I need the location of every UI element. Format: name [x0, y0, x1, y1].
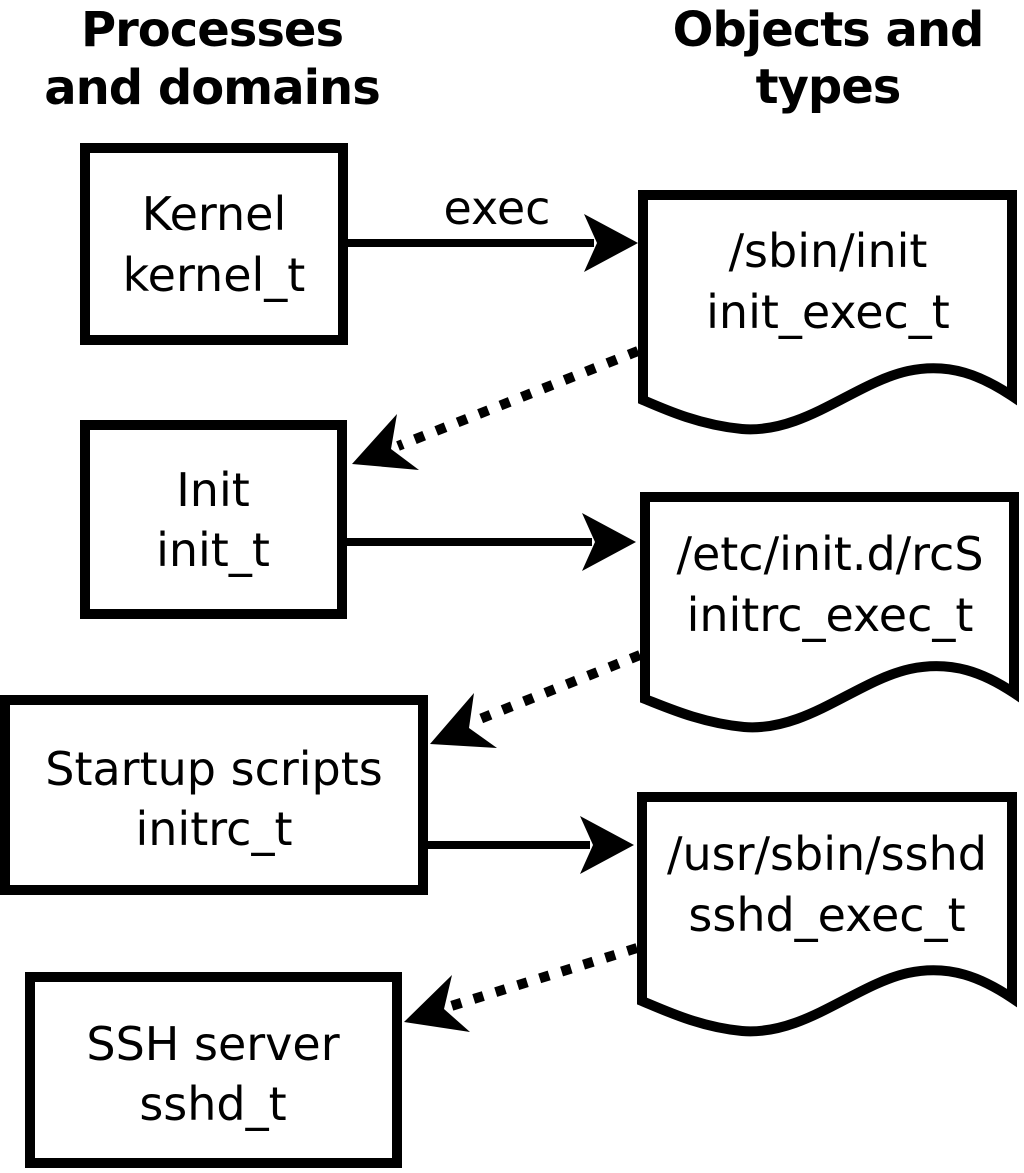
- transition-arrow-sbin-init-to-init: [352, 346, 640, 470]
- sshd-exec-type-label: sshd_exec_t: [688, 888, 965, 942]
- startup-scripts-process-box: [0, 695, 428, 895]
- column-header-objects-line2: types: [756, 59, 901, 115]
- column-header-processes-line2: and domains: [44, 60, 380, 116]
- ssh-server-process-label: SSH server: [86, 1017, 339, 1071]
- kernel-process-label: Kernel: [142, 187, 287, 241]
- init-process-box: [80, 420, 347, 619]
- kernel-process-box: [80, 143, 348, 345]
- etc-initd-rcs-document-shape: [640, 492, 1019, 733]
- exec-arrow-kernel-to-sbin-init: [348, 214, 638, 272]
- arrowhead-icon: [584, 214, 638, 272]
- arrowhead-icon: [430, 693, 497, 748]
- startup-scripts-domain-label: initrc_t: [136, 802, 293, 856]
- exec-arrow-startup-scripts-to-usr-sbin-sshd: [428, 816, 634, 874]
- init-process-label: Init: [176, 463, 250, 517]
- sbin-init-document-shape: [638, 190, 1017, 435]
- exec-arrow-init-to-etc-initd-rcs: [347, 513, 636, 571]
- etc-initd-rcs-path-label: /etc/init.d/rcS: [676, 527, 983, 581]
- transition-arrow-etc-initd-rcs-to-startup-scripts: [430, 650, 642, 748]
- ssh-server-process-box: [25, 972, 402, 1168]
- initrc-exec-type-label: initrc_exec_t: [687, 588, 974, 642]
- arrowhead-icon: [404, 975, 470, 1032]
- arrowhead-icon: [580, 816, 634, 874]
- usr-sbin-sshd-document-shape: [637, 792, 1017, 1037]
- usr-sbin-sshd-path-label: /usr/sbin/sshd: [667, 827, 987, 881]
- column-header-processes-line1: Processes: [81, 2, 343, 58]
- sbin-init-path-label: /sbin/init: [729, 224, 928, 278]
- arrowhead-icon: [352, 414, 419, 470]
- arrowhead-icon: [582, 513, 636, 571]
- column-header-objects-line1: Objects and: [673, 2, 984, 58]
- transition-arrow-usr-sbin-sshd-to-ssh-server: [404, 943, 639, 1032]
- ssh-server-domain-label: sshd_t: [139, 1077, 286, 1131]
- init-exec-type-label: init_exec_t: [706, 285, 950, 339]
- startup-scripts-process-label: Startup scripts: [45, 742, 383, 796]
- init-domain-label: init_t: [156, 523, 270, 577]
- kernel-domain-label: kernel_t: [123, 248, 306, 302]
- exec-edge-label: exec: [444, 181, 551, 235]
